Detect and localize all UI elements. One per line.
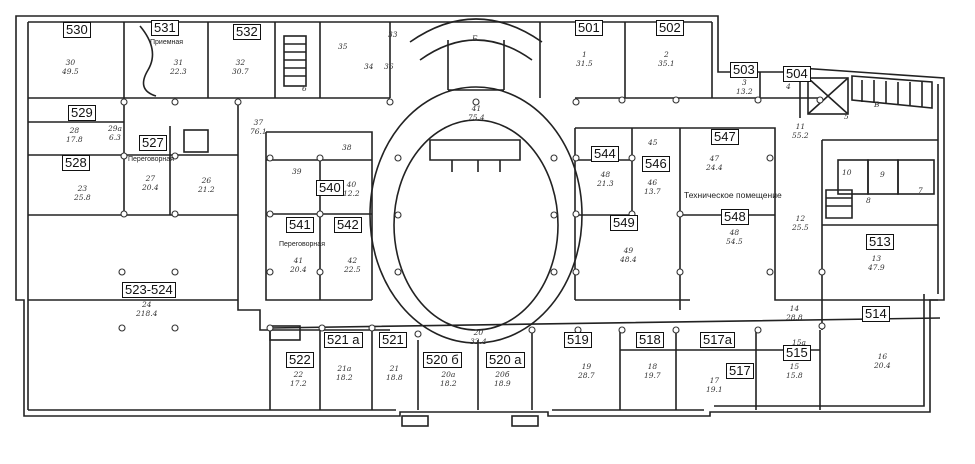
caption-peregovornaya-527: Переговорная — [128, 156, 174, 163]
room-number-540: 540 — [316, 180, 344, 196]
room-number-549: 549 — [610, 215, 638, 231]
atrium-outer — [369, 86, 583, 344]
room-number-520b: 520 б — [423, 352, 462, 368]
room-number-546: 546 — [642, 156, 670, 172]
handwritten-note: 33 — [388, 30, 398, 39]
handwritten-note: 15а — [792, 338, 807, 347]
room-number-521: 521 — [379, 332, 407, 348]
handwritten-note: 38 — [342, 143, 352, 152]
room-number-541: 541 — [286, 217, 314, 233]
handwritten-note: 8 — [866, 196, 871, 205]
room-number-517: 517 — [726, 363, 754, 379]
room-number-503: 503 — [730, 62, 758, 78]
room-number-544: 544 — [591, 146, 619, 162]
handwritten-note: 45 — [648, 138, 658, 147]
handwritten-note: 36 — [384, 62, 394, 71]
room-number-522: 522 — [286, 352, 314, 368]
handwritten-note: В — [874, 100, 880, 109]
room-number-520a: 520 а — [486, 352, 525, 368]
handwritten-note: 5 — [844, 112, 849, 121]
handwritten-note: 10 — [842, 168, 852, 177]
handwritten-note: 7 — [918, 186, 923, 195]
room-number-527: 527 — [139, 135, 167, 151]
room-number-547: 547 — [711, 129, 739, 145]
room-number-542: 542 — [334, 217, 362, 233]
room-number-548: 548 — [721, 209, 749, 225]
handwritten-note: Б — [472, 34, 478, 43]
handwritten-note: 6 — [302, 84, 307, 93]
caption-peregovornaya-541: Переговорная — [279, 241, 325, 248]
handwritten-note: 4 — [786, 82, 791, 91]
handwritten-note: 35 — [338, 42, 348, 51]
room-number-532: 532 — [233, 24, 261, 40]
room-number-518: 518 — [636, 332, 664, 348]
room-number-521a: 521 a — [324, 332, 363, 348]
caption-priemnaya: Приемная — [150, 39, 184, 46]
room-number-515: 515 — [783, 345, 811, 361]
caption-tech-room: Техническое помещение — [684, 190, 782, 200]
room-number-501: 501 — [575, 20, 603, 36]
room-number-523-524: 523-524 — [122, 282, 176, 298]
room-number-530: 530 — [63, 22, 91, 38]
room-number-528: 528 — [62, 155, 90, 171]
handwritten-note: 9 — [880, 170, 885, 179]
room-number-529: 529 — [68, 105, 96, 121]
atrium-inner — [393, 119, 559, 331]
room-number-519: 519 — [564, 332, 592, 348]
room-number-502: 502 — [656, 20, 684, 36]
room-number-504: 504 — [783, 66, 811, 82]
room-number-517a: 517a — [700, 332, 735, 348]
handwritten-note: 34 — [364, 62, 374, 71]
room-number-531: 531 — [151, 20, 179, 36]
room-number-514: 514 — [862, 306, 890, 322]
room-number-513: 513 — [866, 234, 894, 250]
handwritten-note: 39 — [292, 167, 302, 176]
